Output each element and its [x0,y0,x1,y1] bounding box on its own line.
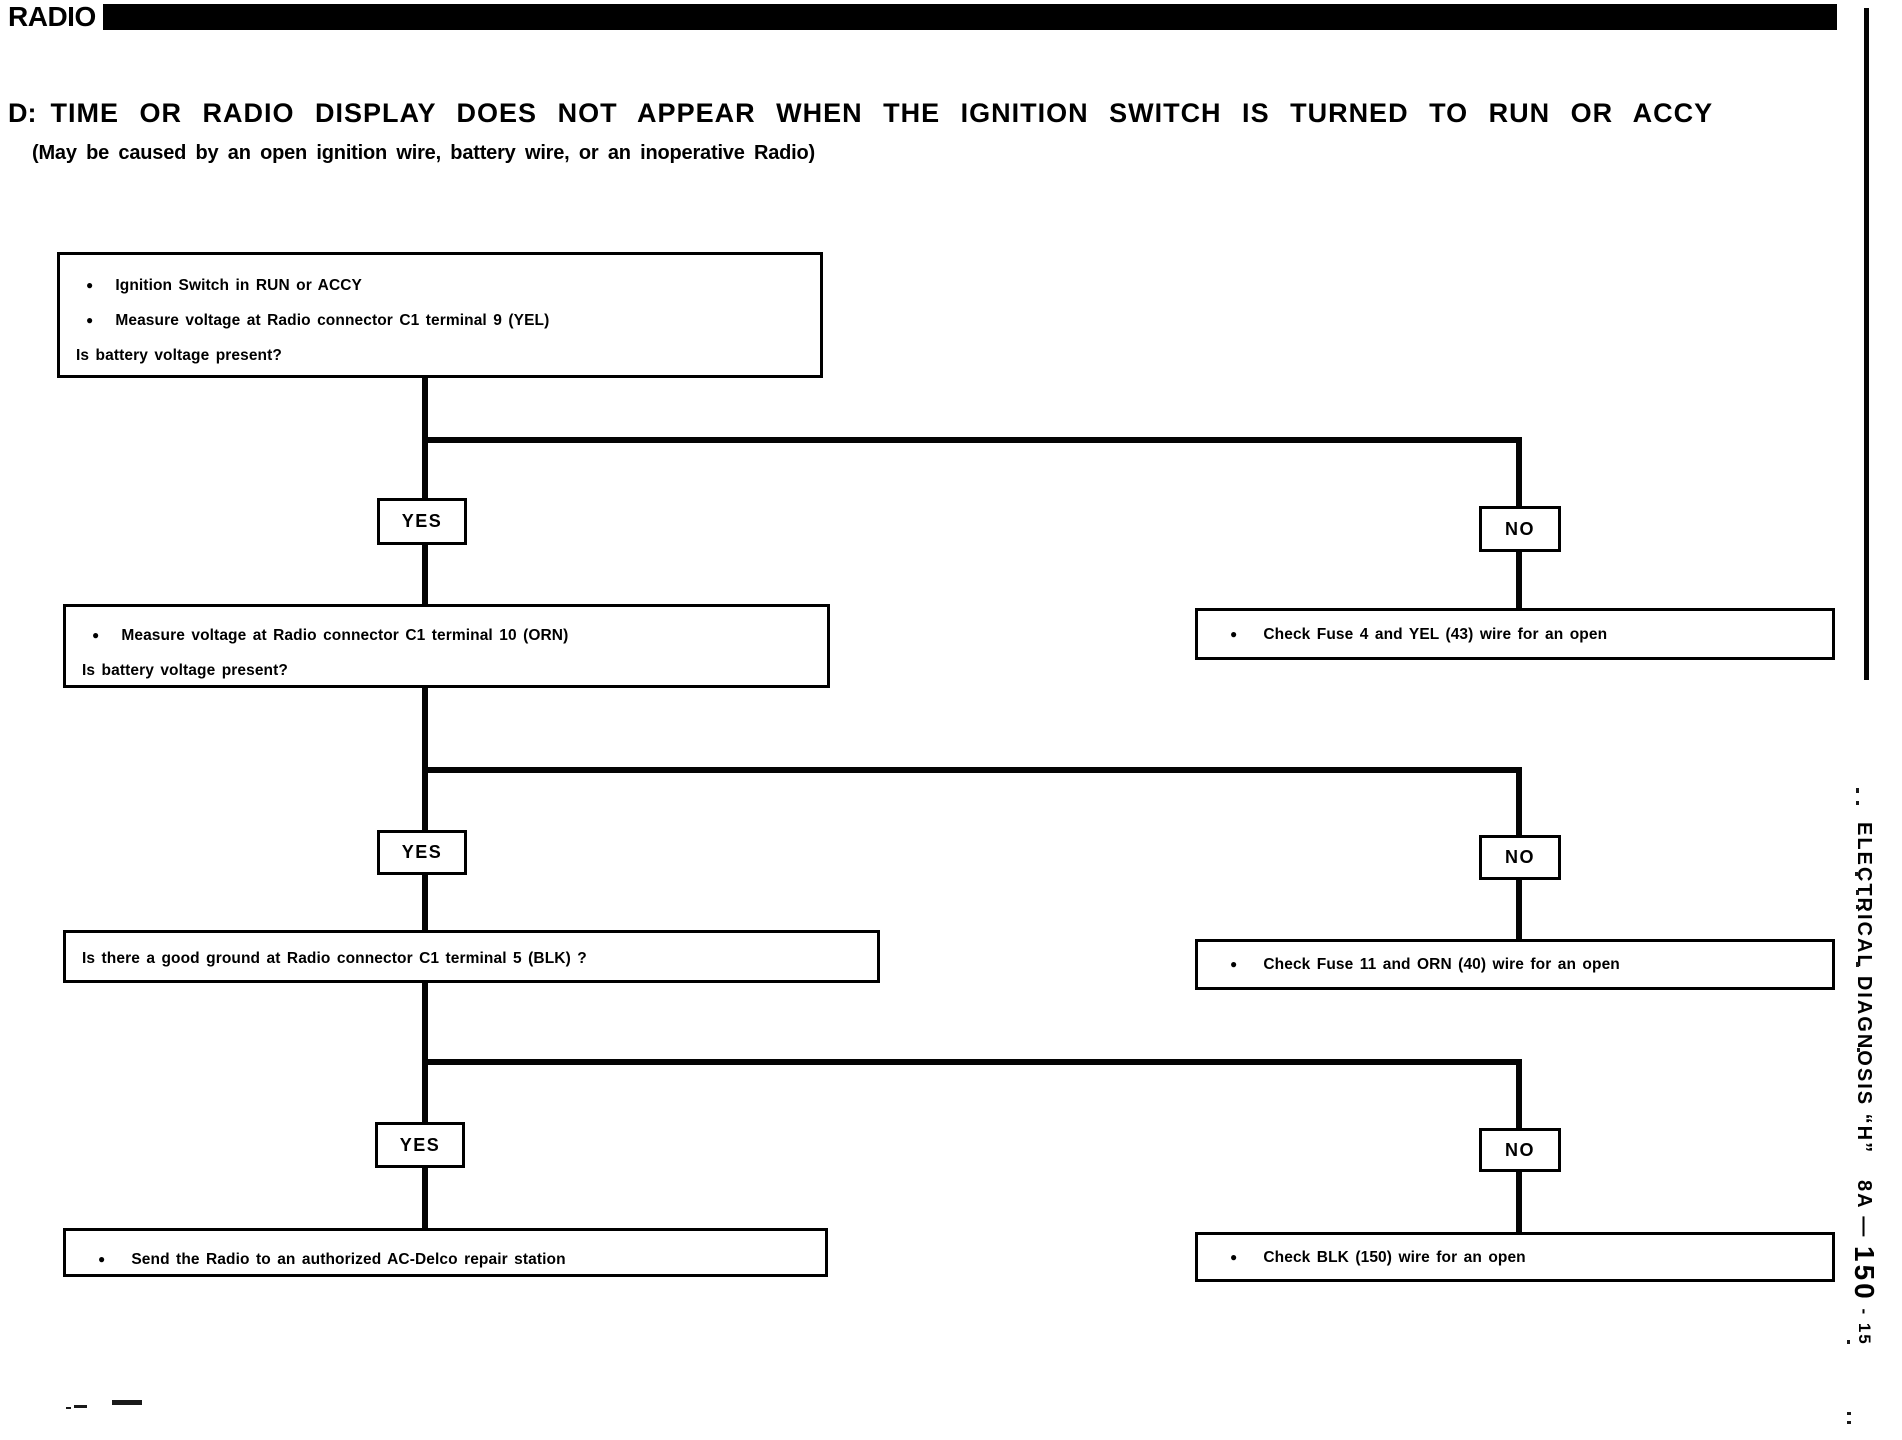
connector-line [1516,773,1522,835]
scan-artifact-dot [1856,788,1859,793]
scan-artifact-dot [1847,1340,1850,1344]
page-ref-suffix: - 15 [1855,1301,1874,1346]
flow-box-line: Is battery voltage present? [66,660,827,681]
flow-box-text: Check Fuse 4 and YEL (43) wire for an op… [1263,625,1608,643]
flow-box-line: Is there a good ground at Radio connecto… [66,948,877,969]
connector-line [1516,551,1522,608]
page-ref-prefix: 8A — [1853,1180,1875,1247]
flow-box-text: Send the Radio to an authorized AC-Delco… [131,1250,566,1268]
flow-box-text: Is battery voltage present? [76,347,282,364]
page-ref-number: 150 [1849,1246,1880,1302]
flow-box-line: ● Check Fuse 4 and YEL (43) wire for an … [1198,624,1832,645]
connector-line [422,544,428,604]
scan-artifact-dot [1847,1421,1851,1424]
bullet-icon: ● [98,1251,106,1266]
flow-box-line: ● Measure voltage at Radio connector C1 … [60,310,820,331]
no-label-3: NO [1479,1128,1561,1172]
yes-label-3: YES [375,1122,465,1168]
yes-label-2: YES [377,830,467,875]
connector-line [1516,1065,1522,1128]
flow-box-ignition-voltage-check: ● Ignition Switch in RUN or ACCY ● Measu… [57,252,823,378]
connector-line [422,1166,428,1228]
flow-box-repair-station-action: ● Send the Radio to an authorized AC-Del… [63,1228,828,1277]
flow-box-text: Is battery voltage present? [82,662,288,679]
page-title: D: TIME OR RADIO DISPLAY DOES NOT APPEAR… [8,98,1713,129]
flow-box-line: ● Send the Radio to an authorized AC-Del… [66,1249,825,1270]
page-title-prefix: D: [8,98,37,128]
yes-label-1: YES [377,498,467,545]
bullet-icon: ● [1230,1249,1238,1264]
flow-box-text: Check Fuse 11 and ORN (40) wire for an o… [1263,956,1620,973]
scan-artifact-dash [74,1405,87,1408]
header-bar [103,4,1837,30]
flow-box-ground-check: Is there a good ground at Radio connecto… [63,930,880,983]
scan-artifact-dot [1855,872,1858,876]
page-title-text: TIME OR RADIO DISPLAY DOES NOT APPEAR WH… [50,98,1714,128]
no-label-1: NO [1479,506,1561,552]
scan-artifact-dot [1856,905,1859,909]
flow-box-line: ● Ignition Switch in RUN or ACCY [60,275,820,296]
bullet-icon: ● [1230,626,1238,641]
flow-box-check-fuse11-action: ● Check Fuse 11 and ORN (40) wire for an… [1195,939,1835,990]
connector-line [422,1059,1522,1065]
bullet-icon: ● [1230,957,1238,971]
flow-box-line: ● Check Fuse 11 and ORN (40) wire for an… [1198,954,1832,975]
connector-line [422,981,428,1122]
scan-artifact-dot [1857,1048,1860,1052]
flow-box-line: Is battery voltage present? [60,345,820,366]
flow-box-text: Measure voltage at Radio connector C1 te… [121,627,569,644]
scan-artifact-dot [1856,801,1859,805]
flow-box-terminal10-voltage-check: ● Measure voltage at Radio connector C1 … [63,604,830,688]
flow-box-text: Check BLK (150) wire for an open [1263,1248,1526,1266]
flow-box-check-fuse4-action: ● Check Fuse 4 and YEL (43) wire for an … [1195,608,1835,660]
flow-box-line: ● Check BLK (150) wire for an open [1198,1247,1832,1268]
scan-artifact-dash [112,1400,142,1405]
section-header: RADIO [8,1,96,32]
no-label-2: NO [1479,835,1561,880]
flow-box-text: Measure voltage at Radio connector C1 te… [115,312,550,329]
connector-line [1516,443,1522,506]
connector-line [1516,1171,1522,1232]
scan-artifact-dot [1856,962,1859,967]
flow-box-text: Is there a good ground at Radio connecto… [82,950,587,967]
page-border-right [1864,8,1869,680]
scan-artifact-dot [1856,890,1859,895]
scan-artifact-dot [1847,1412,1851,1415]
page-edge-reference: ELECTRICAL DIAGNOSIS “H”8A — 150 - 15 [1848,822,1880,1346]
flow-box-text: Ignition Switch in RUN or ACCY [115,277,362,294]
bullet-icon: ● [92,628,100,642]
connector-line [422,437,1522,443]
bullet-icon: ● [86,313,94,327]
connector-line [422,767,1522,773]
flow-box-check-blk-wire-action: ● Check BLK (150) wire for an open [1195,1232,1835,1282]
connector-line [422,686,428,830]
flow-box-line: ● Measure voltage at Radio connector C1 … [66,625,827,646]
scan-artifact-dash [66,1407,71,1409]
connector-line [422,873,428,930]
connector-line [1516,878,1522,939]
bullet-icon: ● [86,278,94,292]
page-subtitle: (May be caused by an open ignition wire,… [32,142,816,164]
